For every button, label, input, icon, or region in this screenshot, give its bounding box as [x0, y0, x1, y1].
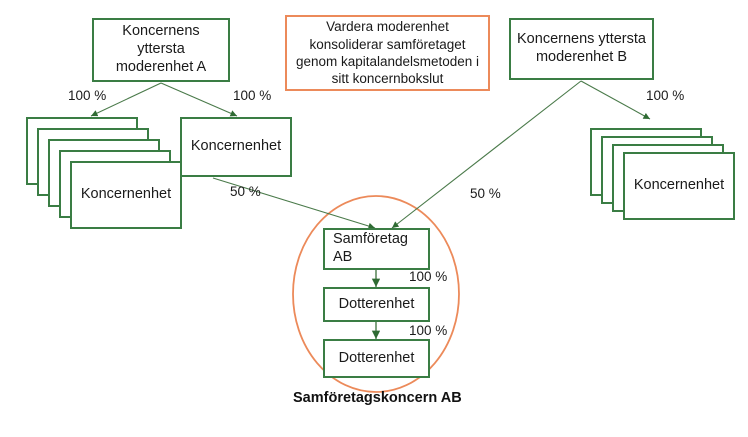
node-middle-koncernenhet[interactable]: Koncernenhet	[180, 117, 292, 177]
node-joint-venture-label: Samföretag AB	[333, 231, 408, 265]
node-subsidiary-1[interactable]: Dotterenhet	[323, 287, 430, 322]
node-parent-b[interactable]: Koncernens yttersta moderenhet B	[509, 18, 654, 80]
edge-label-parent-a-to-middle-unit: 100 %	[233, 88, 272, 103]
node-parent-a[interactable]: Koncernens yttersta moderenhet A	[92, 18, 230, 82]
node-parent-a-label: Koncernens yttersta moderenhet A	[115, 23, 207, 75]
node-callout-equity-method[interactable]: Vardera moderenhet konsoliderar samföret…	[285, 15, 490, 91]
edge-label-subsidiary-1-to-subsidiary-2: 100 %	[409, 323, 448, 338]
node-parent-b-label: Koncernens yttersta moderenhet B	[517, 31, 646, 65]
edge-parent-b-to-joint-venture	[391, 80, 582, 229]
node-subsidiary-2-label: Dotterenhet	[338, 349, 415, 366]
node-right-stack-koncernenhet[interactable]: Koncernenhet	[623, 152, 735, 220]
edge-label-parent-b-to-joint-venture: 50 %	[470, 186, 501, 201]
edge-label-parent-b-to-right-stack: 100 %	[646, 88, 685, 103]
node-subsidiary-1-label: Dotterenhet	[338, 295, 415, 312]
node-right-stack-label: Koncernenhet	[633, 177, 725, 194]
group-caption-samforetagskoncern: Samföretagskoncern AB	[293, 390, 462, 406]
edge-label-parent-a-to-left-stack: 100 %	[68, 88, 107, 103]
edge-parent-a-to-middle-unit	[160, 82, 238, 117]
node-left-stack-label: Koncernenhet	[80, 186, 172, 203]
node-callout-label: Vardera moderenhet konsoliderar samföret…	[295, 19, 480, 87]
node-joint-venture[interactable]: Samföretag AB	[323, 228, 430, 270]
node-middle-koncernenhet-label: Koncernenhet	[190, 138, 282, 155]
edge-label-middle-unit-to-joint-venture: 50 %	[230, 184, 261, 199]
node-left-stack-koncernenhet[interactable]: Koncernenhet	[70, 161, 182, 229]
edge-parent-b-to-right-stack	[580, 80, 651, 120]
edge-label-joint-venture-to-subsidiary-1: 100 %	[409, 269, 448, 284]
node-subsidiary-2[interactable]: Dotterenhet	[323, 339, 430, 378]
